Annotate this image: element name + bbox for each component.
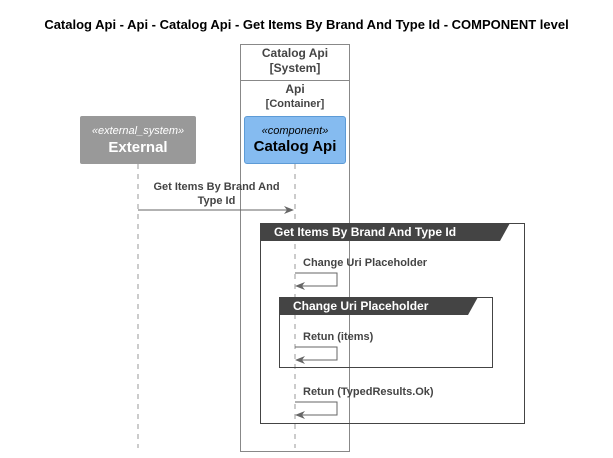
container-type: [Container] xyxy=(265,98,325,110)
participant-external: «external_system» External xyxy=(80,116,196,164)
diagram-title: Catalog Api - Api - Catalog Api - Get It… xyxy=(44,17,569,32)
external-name: External xyxy=(108,139,168,156)
self-arrow-3 xyxy=(295,401,338,419)
component-name: Catalog Api xyxy=(253,138,337,155)
frame-outer-tab: Get Items By Brand And Type Id xyxy=(260,223,510,241)
call-message-line2: Type Id xyxy=(197,195,236,207)
system-header: Catalog Api [System] xyxy=(240,44,350,81)
self-message-1: Change Uri Placeholder xyxy=(303,257,428,269)
participant-catalog-api: «component» Catalog Api xyxy=(244,116,346,164)
self-message-3: Retun (TypedResults.Ok) xyxy=(303,386,434,398)
self-arrow-2 xyxy=(295,346,338,364)
call-message-label: Get Items By Brand And Type Id xyxy=(138,180,295,208)
component-stereotype: «component» xyxy=(261,125,329,137)
container-name: Api xyxy=(285,82,305,96)
self-message-2: Retun (items) xyxy=(303,331,374,343)
call-message-line1: Get Items By Brand And xyxy=(153,181,280,193)
self-arrow-1 xyxy=(295,272,338,290)
system-name: Catalog Api xyxy=(261,46,329,60)
external-stereotype: «external_system» xyxy=(91,125,185,137)
frame-inner-tab: Change Uri Placeholder xyxy=(279,297,478,315)
container-header: Api [Container] xyxy=(240,82,350,112)
system-type: [System] xyxy=(269,61,321,75)
